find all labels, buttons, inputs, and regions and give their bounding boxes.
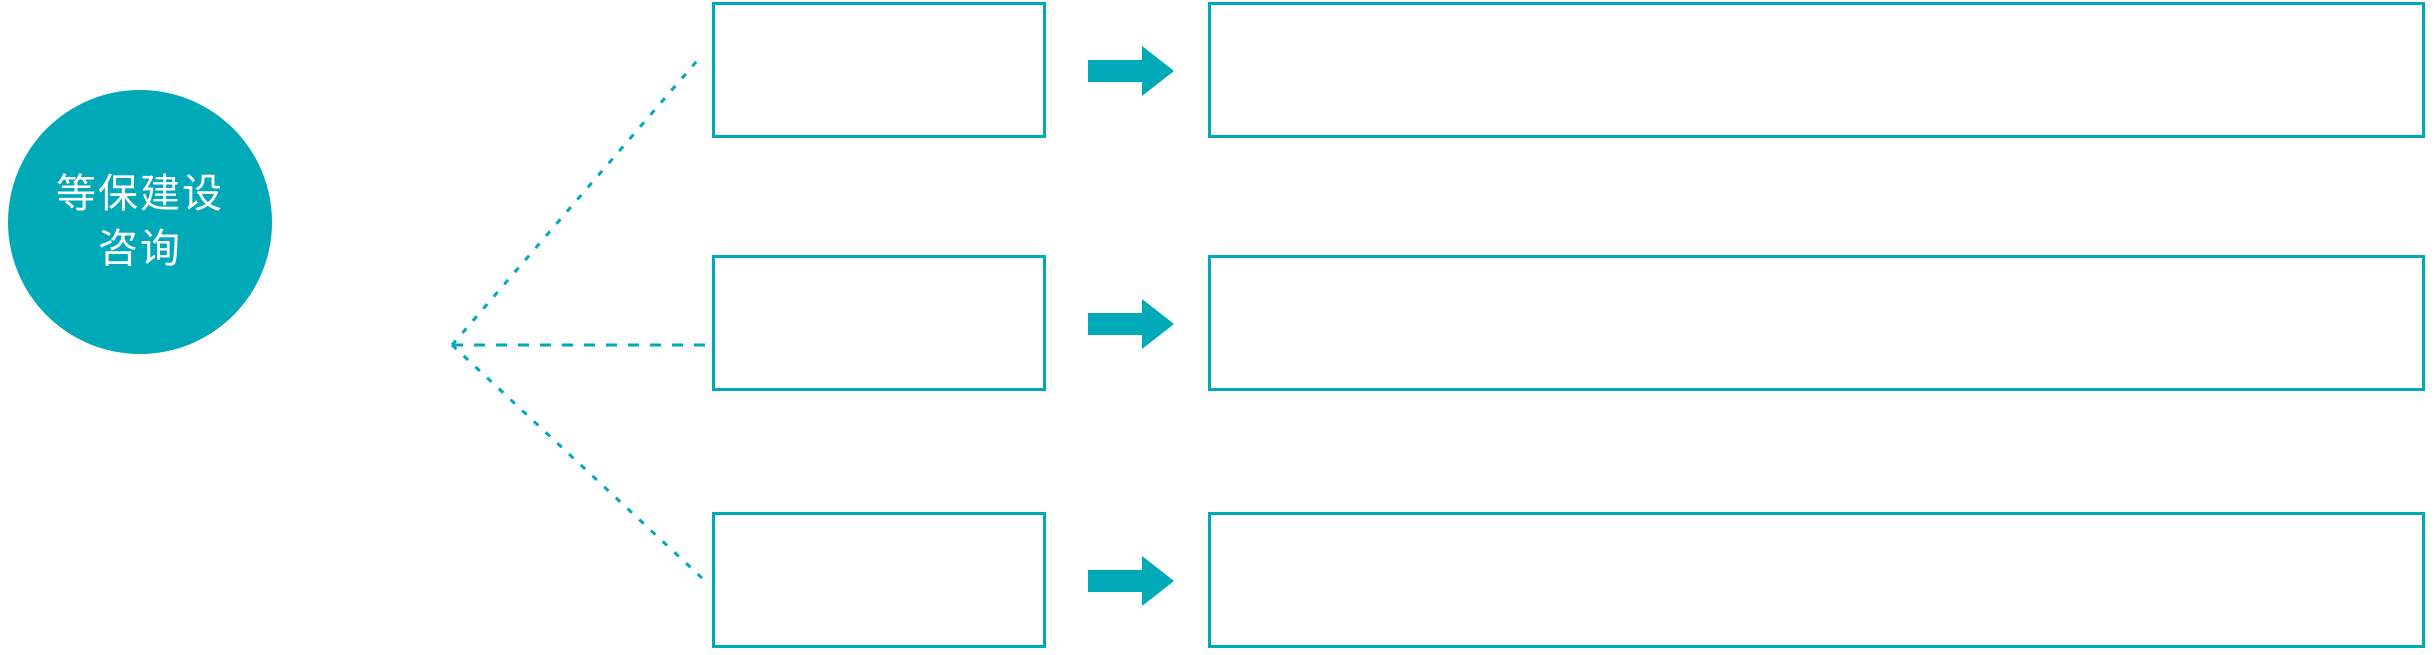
arrow-right-icon-1 — [1088, 46, 1174, 96]
detail-box-2[interactable] — [1208, 255, 2425, 391]
arrow-right-icon-2 — [1088, 299, 1174, 349]
detail-box-3[interactable] — [1208, 512, 2425, 648]
diagram-row — [0, 512, 2434, 652]
hub-title-line-1: 等保建设 — [56, 171, 224, 216]
diagram-row — [0, 2, 2434, 142]
stage-box-2[interactable] — [712, 255, 1046, 391]
stage-box-1[interactable] — [712, 2, 1046, 138]
hub-circle[interactable]: 等保建设 咨询 — [8, 90, 272, 354]
arrow-right-icon-3 — [1088, 556, 1174, 606]
diagram-row — [0, 255, 2434, 395]
hub-title-line-2: 咨询 — [98, 227, 182, 271]
stage-box-3[interactable] — [712, 512, 1046, 648]
detail-box-1[interactable] — [1208, 2, 2425, 138]
